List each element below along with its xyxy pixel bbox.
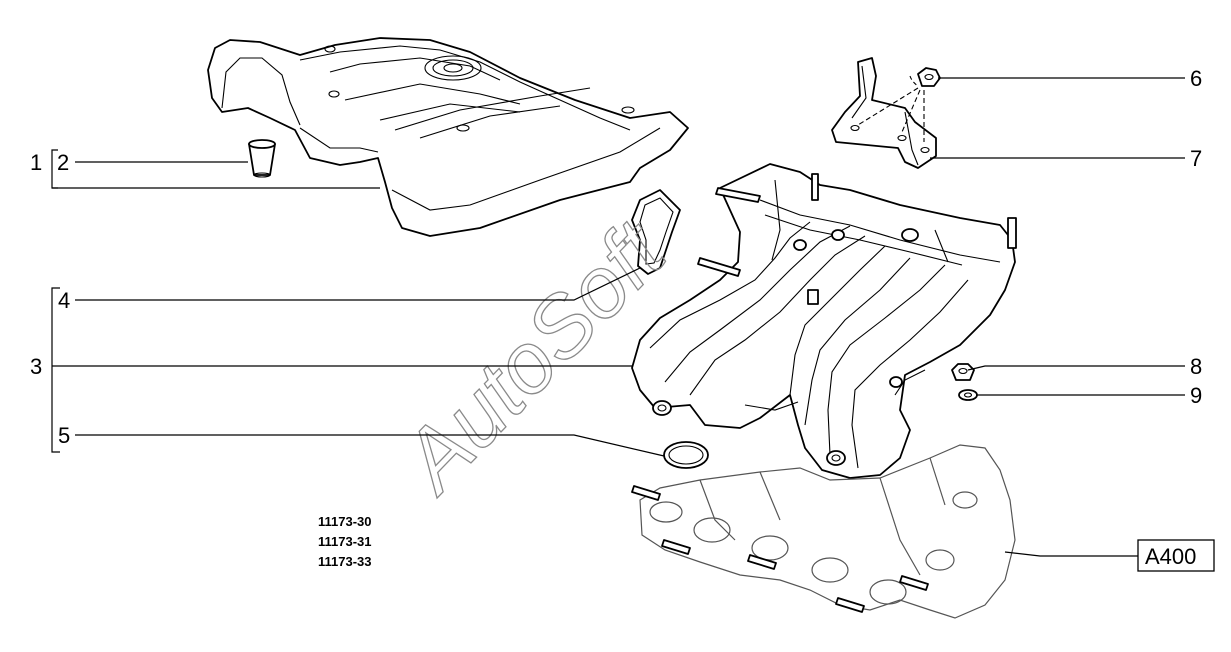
rubber-bush: [248, 139, 276, 178]
callout-7: 7: [1190, 146, 1202, 171]
callout-3: 3: [30, 354, 42, 379]
callout-9: 9: [1190, 383, 1202, 408]
part-number-1: 11173-30: [318, 514, 372, 529]
reference-box: A400: [1137, 539, 1215, 572]
nut-6: [917, 67, 941, 87]
reference-box-label: A400: [1145, 544, 1196, 569]
leader-lines: [51, 77, 1185, 557]
callout-5: 5: [58, 423, 70, 448]
washer-9: [958, 389, 978, 401]
callout-8: 8: [1190, 354, 1202, 379]
callout-1: 1: [30, 150, 42, 175]
callout-6: 6: [1190, 66, 1202, 91]
part-number-list: 11173-30 11173-31 11173-33: [318, 514, 372, 569]
part-number-2: 11173-31: [318, 534, 372, 549]
callout-2: 2: [57, 150, 69, 175]
cylinder-head-reference: [631, 444, 1016, 619]
intake-manifold: [631, 163, 1017, 479]
engine-cover: [207, 37, 689, 237]
part-number-3: 11173-33: [318, 554, 372, 569]
callout-4: 4: [58, 288, 70, 313]
gasket-4: [631, 189, 681, 275]
sealing-ring-5: [663, 441, 709, 469]
callout-labels: 1 2 3 4 5 6 7 8 9: [30, 66, 1202, 448]
bracket: [831, 57, 937, 169]
nut-8: [951, 363, 975, 381]
